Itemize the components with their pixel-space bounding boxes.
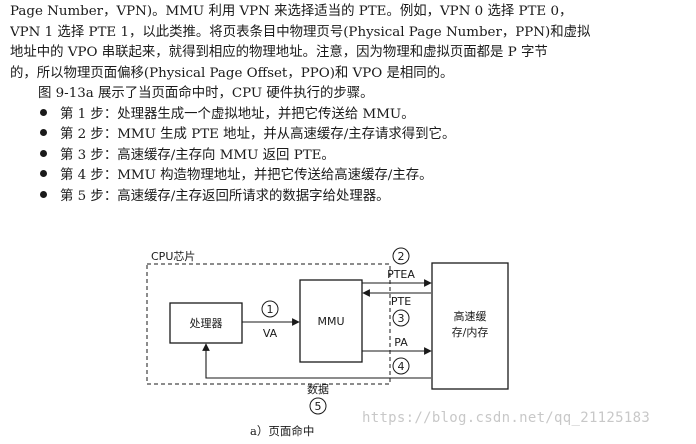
paragraph-line-1: Page Number，VPN)。MMU 利用 VPN 来选择适当的 PTE。例…: [10, 4, 573, 19]
step-marker-2: [392, 247, 410, 265]
data-return-arrow: [202, 343, 431, 379]
pte-label: PTE: [391, 295, 411, 308]
bullet-dot: [40, 108, 47, 116]
paragraph-line-4: 的，所以物理页面偏移(Physical Page Offset，PPO)和 VP…: [10, 65, 454, 81]
cache-label-line1: 高速缓: [454, 309, 487, 323]
step-item-1: 第 1 步：处理器生成一个虚拟地址，并把它传送给 MMU。: [10, 105, 690, 126]
step-text-4: 第 4 步：MMU 构造物理地址，并把它传送给高速缓存/主存。: [60, 168, 433, 183]
step-text-2: 第 2 步：MMU 生成 PTE 地址，并从高速缓存/主存请求得到它。: [60, 127, 456, 142]
figure-caption: a）页面命中: [250, 424, 315, 438]
step-item-2: 第 2 步：MMU 生成 PTE 地址，并从高速缓存/主存请求得到它。: [10, 125, 690, 146]
step-item-4: 第 4 步：MMU 构造物理地址，并把它传送给高速缓存/主存。: [10, 166, 690, 187]
mmu-label: MMU: [317, 315, 344, 328]
bullet-dot: [40, 129, 47, 136]
ptea-label: PTEA: [387, 268, 415, 281]
step-number-5: 5: [315, 400, 322, 413]
paragraph-line-3: 地址中的 VPO 串联起来，就得到相应的物理地址。注意，因为物理和虚拟页面都是 …: [10, 45, 548, 60]
processor-box: [169, 302, 243, 344]
cache-label-line2: 存/内存: [452, 325, 489, 339]
watermark-url: https://blog.csdn.net/qq_21125183: [362, 410, 651, 426]
bullet-dot: [40, 149, 47, 157]
pa-label: PA: [394, 336, 408, 349]
step-marker-4: [392, 357, 410, 375]
step-item-3: 第 3 步：高速缓存/主存向 MMU 返回 PTE。: [10, 146, 690, 167]
step-marker-5: [309, 397, 327, 415]
va-label: VA: [263, 327, 278, 340]
step-marker-3: [392, 309, 410, 327]
bullet-dot: [40, 170, 47, 177]
processor-label: 处理器: [190, 317, 223, 330]
step-number-1: 1: [267, 303, 274, 316]
cpu-chip-label: CPU芯片: [151, 249, 195, 263]
step-number-2: 2: [398, 250, 405, 263]
step-text-1: 第 1 步：处理器生成一个虚拟地址，并把它传送给 MMU。: [60, 106, 415, 122]
cpu-chip-boundary: [146, 263, 391, 385]
bullet-dot: [40, 190, 47, 198]
data-label: 数据: [307, 382, 329, 396]
step-text-3: 第 3 步：高速缓存/主存向 MMU 返回 PTE。: [60, 147, 335, 163]
step-item-5: 第 5 步：高速缓存/主存返回所请求的数据字给处理器。: [10, 187, 690, 208]
body-text: Page Number，VPN)。MMU 利用 VPN 来选择适当的 PTE。例…: [10, 2, 690, 207]
figure-intro-line: 图 9-13a 展示了当页面命中时，CPU 硬件执行的步骤。: [38, 86, 374, 101]
paragraph-line-2: VPN 1 选择 PTE 1，以此类推。将页表条目中物理页号(Physical …: [10, 24, 591, 40]
step-number-4: 4: [398, 360, 405, 373]
step-text-5: 第 5 步：高速缓存/主存返回所请求的数据字给处理器。: [60, 188, 390, 204]
step-marker-1: [261, 300, 279, 318]
step-number-3: 3: [398, 312, 405, 325]
mmu-box: [299, 279, 363, 363]
cache-memory-box: [431, 262, 509, 390]
